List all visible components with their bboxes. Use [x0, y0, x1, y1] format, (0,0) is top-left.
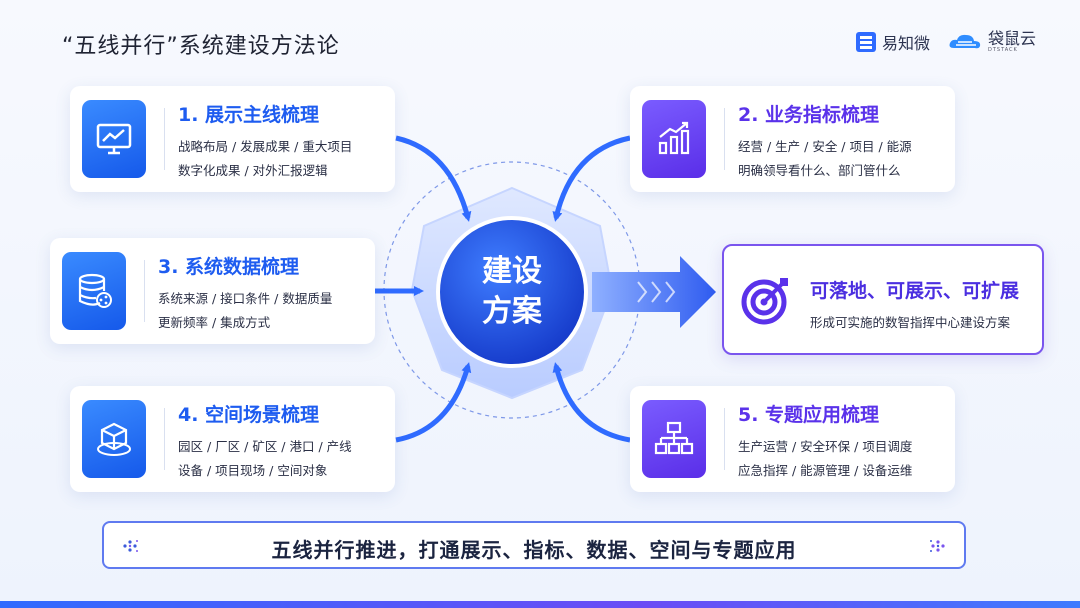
card-line: 园区 / 厂区 / 矿区 / 港口 / 产线	[178, 439, 352, 454]
arrow-card5	[552, 362, 631, 443]
cloud-logo-icon	[948, 32, 982, 52]
target-icon	[741, 278, 788, 325]
result-subtitle: 形成可实施的数智指挥中心建设方案	[810, 315, 1011, 330]
card-title: 5. 专题应用梳理	[738, 404, 880, 426]
center-label: 建设 方案	[458, 252, 566, 332]
card-divider	[164, 108, 165, 170]
yizhiwei-logo-icon	[855, 32, 876, 52]
brand-logos: 易知微 袋鼠云 DTSTACK	[855, 30, 1036, 54]
dots-icon	[930, 540, 945, 552]
card-line: 系统来源 / 接口条件 / 数据质量	[158, 291, 333, 306]
center-label-line2: 方案	[482, 294, 542, 329]
card-title: 1. 展示主线梳理	[178, 104, 320, 126]
card-system-data: 3. 系统数据梳理 系统来源 / 接口条件 / 数据质量 更新频率 / 集成方式	[50, 238, 375, 344]
arrow-card1	[395, 135, 472, 222]
result-card: 可落地、可展示、可扩展 形成可实施的数智指挥中心建设方案	[722, 244, 1044, 355]
card-line: 战略布局 / 发展成果 / 重大项目	[178, 139, 353, 154]
arrow-card4	[395, 362, 472, 443]
bottom-accent-bar	[0, 601, 1080, 608]
banner-text: 五线并行推进，打通展示、指标、数据、空间与专题应用	[271, 538, 797, 562]
card-divider	[724, 408, 725, 470]
page-title: “五线并行”系统建设方法论	[62, 34, 340, 59]
brand-daishuyun-sub: DTSTACK	[987, 47, 1018, 53]
cube-icon	[82, 400, 146, 478]
result-title: 可落地、可展示、可扩展	[810, 280, 1020, 302]
arrow-card2	[552, 135, 631, 222]
card-title: 4. 空间场景梳理	[178, 404, 320, 426]
dots-icon	[123, 540, 138, 552]
card-divider	[724, 108, 725, 170]
brand-yizhiwei: 易知微	[855, 30, 930, 54]
bar-chart-icon	[642, 100, 706, 178]
card-line: 设备 / 项目现场 / 空间对象	[178, 463, 328, 478]
card-line: 生产运营 / 安全环保 / 项目调度	[738, 439, 913, 454]
card-title: 2. 业务指标梳理	[738, 104, 880, 126]
card-divider	[164, 408, 165, 470]
card-title: 3. 系统数据梳理	[158, 256, 300, 278]
center-label-line1: 建设	[482, 254, 542, 289]
card-line: 数字化成果 / 对外汇报逻辑	[178, 163, 328, 178]
card-topic-apps: 5. 专题应用梳理 生产运营 / 安全环保 / 项目调度 应急指挥 / 能源管理…	[630, 386, 955, 492]
result-arrow	[592, 256, 716, 328]
card-line: 更新频率 / 集成方式	[158, 315, 271, 330]
monitor-chart-icon	[82, 100, 146, 178]
brand-yizhiwei-label: 易知微	[881, 34, 930, 53]
center-core	[436, 216, 588, 368]
brand-daishuyun: 袋鼠云 DTSTACK	[948, 31, 1036, 53]
card-line: 应急指挥 / 能源管理 / 设备运维	[738, 463, 913, 478]
org-chart-icon	[642, 400, 706, 478]
card-spatial-scenes: 4. 空间场景梳理 园区 / 厂区 / 矿区 / 港口 / 产线 设备 / 项目…	[70, 386, 395, 492]
summary-banner: 五线并行推进，打通展示、指标、数据、空间与专题应用	[102, 521, 966, 569]
card-display-mainline: 1. 展示主线梳理 战略布局 / 发展成果 / 重大项目 数字化成果 / 对外汇…	[70, 86, 395, 192]
card-business-metrics: 2. 业务指标梳理 经营 / 生产 / 安全 / 项目 / 能源 明确领导看什么…	[630, 86, 955, 192]
brand-daishuyun-label: 袋鼠云	[987, 29, 1036, 48]
database-icon	[62, 252, 126, 330]
card-divider	[144, 260, 145, 322]
card-line: 明确领导看什么、部门管什么	[738, 163, 901, 178]
card-line: 经营 / 生产 / 安全 / 项目 / 能源	[738, 139, 912, 154]
